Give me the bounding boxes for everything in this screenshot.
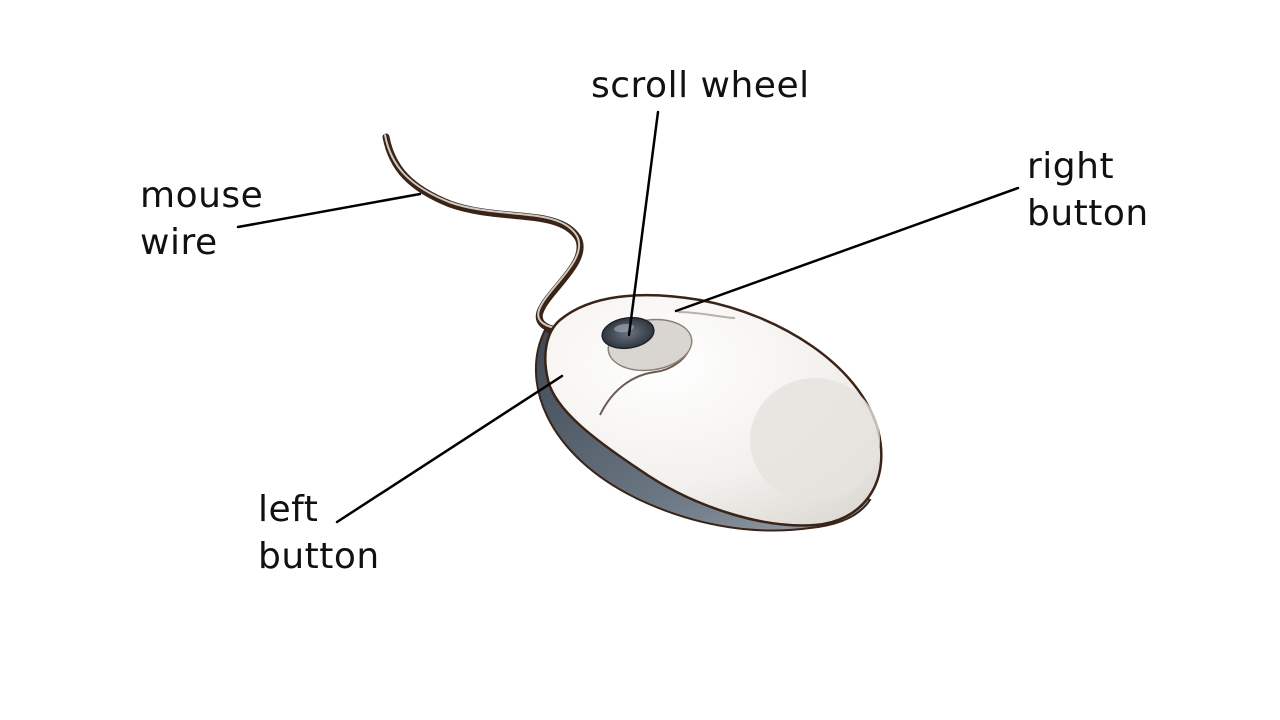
- leader-left-button: [335, 374, 564, 524]
- label-right-button-line1: right: [1027, 146, 1115, 187]
- label-left-button-line2: button: [258, 536, 380, 577]
- label-right-button-line2: button: [1027, 193, 1149, 234]
- leader-mouse-wire: [236, 192, 422, 229]
- mouse-cable: [382, 133, 584, 334]
- label-scroll-wheel-line1: scroll wheel: [591, 65, 810, 106]
- label-mouse-wire: mouse wire: [140, 172, 263, 266]
- leader-lines: [236, 110, 1020, 524]
- label-left-button-line1: left: [258, 489, 319, 530]
- label-left-button: left button: [258, 486, 380, 580]
- label-mouse-wire-line1: mouse: [140, 175, 264, 216]
- label-scroll-wheel: scroll wheel: [591, 62, 810, 109]
- label-mouse-wire-line2: wire: [140, 222, 218, 263]
- mouse-body: [534, 293, 883, 532]
- label-right-button: right button: [1027, 143, 1149, 237]
- leader-right-button: [674, 186, 1020, 313]
- leader-scroll-wheel: [627, 110, 660, 337]
